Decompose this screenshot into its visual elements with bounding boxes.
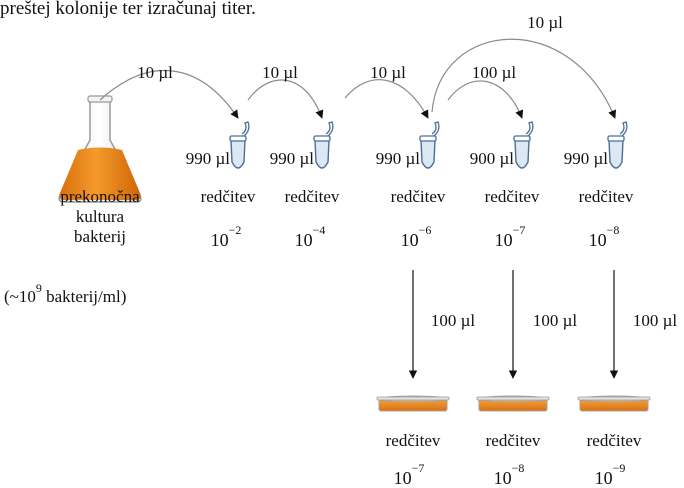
transfer-arrow-3 bbox=[344, 79, 429, 119]
dilution-tube-3: 990 µl redčitev 10−6 bbox=[376, 121, 446, 250]
tube-dilution-label: redčitev bbox=[579, 187, 634, 206]
tube-dilution-value: 10−8 bbox=[589, 223, 620, 250]
agar-plate-3: redčitev 10−9 bbox=[577, 395, 651, 488]
petri-dish-icon bbox=[476, 395, 550, 412]
transfer-arrow-5 bbox=[431, 38, 617, 119]
tube-dilution-label: redčitev bbox=[485, 187, 540, 206]
tube-dilution-value: 10−4 bbox=[295, 223, 326, 250]
plate-dilution-value: 10−8 bbox=[494, 461, 525, 488]
transfer-label-3: 10 µl bbox=[370, 63, 406, 82]
culture-label-2: kultura bbox=[76, 207, 125, 226]
tube-dilution-label: redčitev bbox=[201, 187, 256, 206]
tube-dilution-label: redčitev bbox=[391, 187, 446, 206]
transfer-label-2: 10 µl bbox=[262, 63, 298, 82]
transfer-label-1: 10 µl bbox=[137, 63, 173, 82]
agar-plate-1: redčitev 10−7 bbox=[376, 395, 450, 488]
plate-dilution-value: 10−9 bbox=[595, 461, 626, 488]
tube-dilution-value: 10−6 bbox=[401, 223, 432, 250]
plate-dilution-label: redčitev bbox=[486, 431, 541, 450]
microtube-icon bbox=[229, 121, 250, 169]
tube-dilution-label: redčitev bbox=[285, 187, 340, 206]
culture-label-3: bakterij bbox=[74, 227, 126, 246]
plate-dilution-label: redčitev bbox=[587, 431, 642, 450]
transfer-arrow-4 bbox=[447, 80, 524, 119]
plating-volume-3: 100 µl bbox=[633, 311, 678, 330]
transfer-label-4: 100 µl bbox=[472, 63, 517, 82]
culture-count: (~109 bakterij/ml) bbox=[4, 281, 126, 306]
dilution-tube-4: 900 µl redčitev 10−7 bbox=[470, 121, 540, 250]
tube-dilution-value: 10−7 bbox=[495, 223, 526, 250]
culture-label-1: prekonočna bbox=[60, 187, 140, 206]
microtube-icon bbox=[513, 121, 534, 169]
plating-volume-1: 100 µl bbox=[431, 311, 476, 330]
agar-plate-2: redčitev 10−8 bbox=[476, 395, 550, 488]
microtube-icon bbox=[607, 121, 628, 169]
transfer-arrow-1 bbox=[99, 69, 239, 119]
petri-dish-icon bbox=[376, 395, 450, 412]
intro-text: preštej kolonije ter izračunaj titer. bbox=[0, 0, 256, 19]
dilution-tube-5: 990 µl redčitev 10−8 bbox=[564, 121, 634, 250]
tube-dilution-value: 10−2 bbox=[211, 223, 242, 250]
microtube-icon bbox=[313, 121, 334, 169]
tube-volume-label: 990 µl bbox=[564, 149, 609, 168]
microtube-icon bbox=[419, 121, 440, 169]
culture-flask-icon bbox=[58, 95, 142, 203]
tube-volume-label: 990 µl bbox=[270, 149, 315, 168]
tube-volume-label: 990 µl bbox=[186, 149, 231, 168]
plate-dilution-label: redčitev bbox=[386, 431, 441, 450]
petri-dish-icon bbox=[577, 395, 651, 412]
plating-volume-2: 100 µl bbox=[533, 311, 578, 330]
transfer-arrow-2 bbox=[247, 79, 324, 119]
plate-dilution-value: 10−7 bbox=[394, 461, 425, 488]
tube-volume-label: 990 µl bbox=[376, 149, 421, 168]
dilution-tube-2: 990 µl redčitev 10−4 bbox=[270, 121, 340, 250]
tube-volume-label: 900 µl bbox=[470, 149, 515, 168]
agar-plates: redčitev 10−7 redčitev 10−8 redčitev 10−9 bbox=[376, 395, 651, 488]
dilution-tube-1: 990 µl redčitev 10−2 bbox=[186, 121, 256, 250]
transfer-label-5: 10 µl bbox=[527, 13, 563, 32]
